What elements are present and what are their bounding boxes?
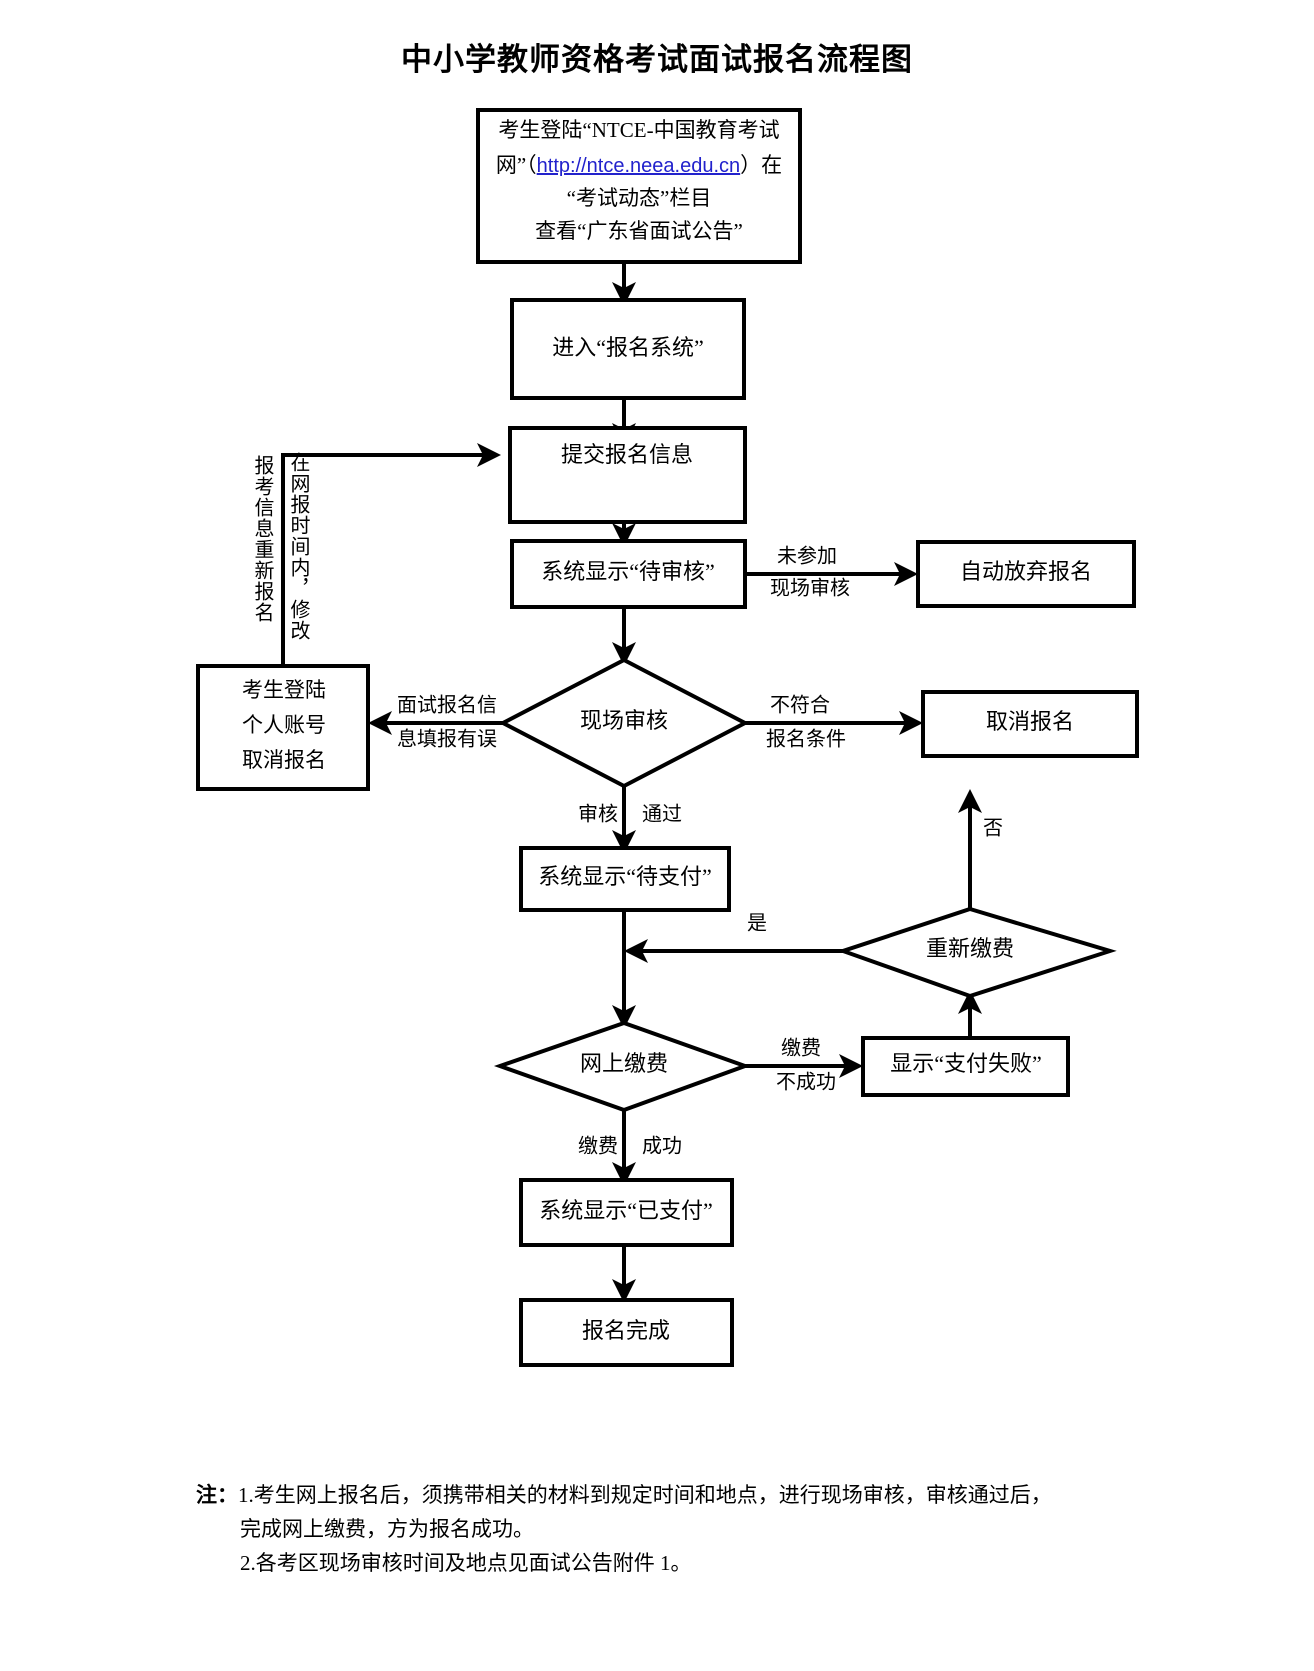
node-login-cancel-box[interactable] — [196, 664, 370, 791]
node-n2-label: 进入“报名系统” — [552, 335, 704, 360]
node-enter-system-box[interactable] — [510, 298, 746, 400]
notes-block: 注：1.考生网上报名后，须携带相关的材料到规定时间和地点，进行现场审核，审核通过… — [196, 1478, 1256, 1580]
node-online-payment-diamond[interactable] — [493, 1020, 751, 1113]
node-n5-label: 自动放弃报名 — [960, 559, 1092, 584]
note-1-num: 1. — [238, 1483, 254, 1507]
edge-label-pay-fail-2: 不成功 — [776, 1071, 836, 1094]
node-n14-label: 报名完成 — [582, 1318, 670, 1343]
edge-label-not-qualified-2: 报名条件 — [766, 728, 846, 751]
node-pending-review-box[interactable] — [510, 539, 747, 609]
edge-label-wrong-info-2: 息填报有误 — [397, 728, 497, 751]
edge-label-pay-ok-a: 缴费 — [578, 1135, 618, 1158]
node-onsite-review-diamond[interactable] — [498, 657, 750, 789]
node-n6-label: 现场审核 — [580, 708, 668, 733]
edge-label-pay-fail-1: 缴费 — [781, 1037, 821, 1060]
page-title: 中小学教师资格考试面试报名流程图 — [401, 42, 913, 77]
edge-label-yes: 是 — [747, 913, 767, 935]
node-n9-label: 系统显示“待支付” — [538, 864, 712, 889]
edge-n8-n3 — [281, 443, 501, 666]
node-n1-line4: 查看“广东省面试公告” — [535, 219, 743, 243]
node-auto-give-up-box[interactable] — [916, 540, 1136, 608]
node-payment-failed-box[interactable] — [861, 1036, 1070, 1097]
node-repay-diamond[interactable] — [836, 906, 1117, 999]
node-n8-line3: 取消报名 — [242, 748, 326, 772]
node-n3-label: 提交报名信息 — [561, 442, 693, 467]
edge-label-no-onsite-2: 现场审核 — [770, 577, 850, 600]
node-n1-line2-post: ）在 — [740, 153, 782, 177]
node-paid-box[interactable] — [519, 1178, 734, 1247]
ntce-url-link[interactable]: http://ntce.neea.edu.cn — [537, 155, 741, 177]
node-n13-label: 系统显示“已支付” — [539, 1198, 713, 1223]
node-n12-label: 显示“支付失败” — [890, 1051, 1042, 1076]
edge-label-no: 否 — [983, 818, 1003, 840]
node-n10-label: 重新缴费 — [926, 936, 1014, 961]
vertical-label-right: 在网报时间内，修改 — [287, 452, 309, 641]
note-line-2: 完成网上缴费，方为报名成功。 — [240, 1517, 534, 1542]
node-n8-line2: 个人账号 — [242, 713, 326, 737]
node-n7-label: 取消报名 — [986, 709, 1074, 734]
node-submit-info-box[interactable] — [508, 426, 747, 524]
edge-label-no-onsite-1: 未参加 — [777, 545, 837, 568]
node-awaiting-payment-box[interactable] — [519, 846, 731, 912]
node-n8-line1: 考生登陆 — [242, 678, 326, 702]
edge-label-pay-ok-b: 成功 — [642, 1135, 682, 1158]
node-n1-line1: 考生登陆“NTCE-中国教育考试 — [498, 118, 779, 142]
node-registration-complete-box[interactable] — [519, 1298, 734, 1367]
note-line-3: 2.各考区现场审核时间及地点见面试公告附件 1。 — [240, 1551, 692, 1576]
node-n11-label: 网上缴费 — [580, 1051, 668, 1076]
vertical-label-left: 报考信息重新报名 — [251, 455, 273, 623]
note-line-1: 注：1.考生网上报名后，须携带相关的材料到规定时间和地点，进行现场审核，审核通过… — [196, 1478, 1256, 1512]
edge-label-not-qualified-1: 不符合 — [770, 694, 830, 717]
edge-label-wrong-info-1: 面试报名信 — [397, 694, 497, 717]
node-n1-line2-pre: 网”（ — [496, 153, 537, 177]
edge-label-review-a: 审核 — [578, 803, 618, 826]
edge-label-review-b: 通过 — [642, 803, 682, 826]
node-cancel-registration-box[interactable] — [921, 690, 1139, 758]
note-1-text: 考生网上报名后，须携带相关的材料到规定时间和地点，进行现场审核，审核通过后， — [253, 1483, 1052, 1507]
node-n1-line3: “考试动态”栏目 — [567, 186, 712, 210]
node-login-ntce-box[interactable] — [476, 108, 802, 264]
node-n1-line2: 网”（http://ntce.neea.edu.cn）在 — [496, 153, 782, 177]
node-n4-label: 系统显示“待审核” — [541, 559, 715, 584]
note-prefix: 注： — [196, 1483, 238, 1507]
